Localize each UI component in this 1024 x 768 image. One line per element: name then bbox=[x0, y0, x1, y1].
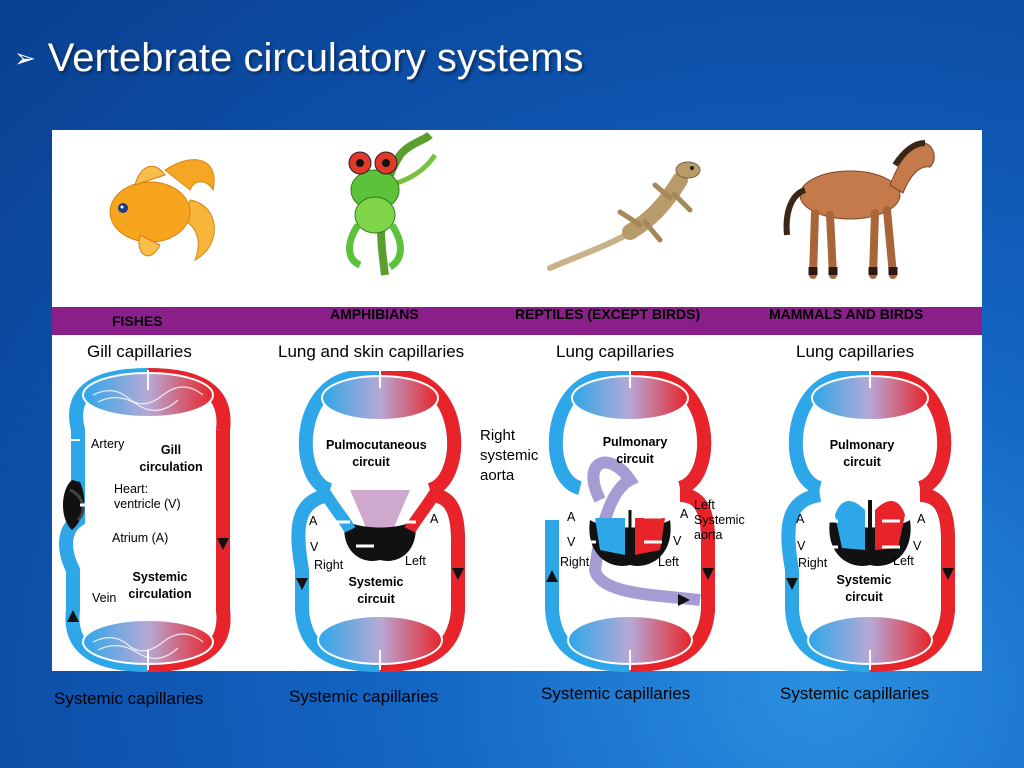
mammal-ventricle-right-label: V bbox=[797, 539, 806, 553]
fish-artery-label: Artery bbox=[91, 437, 125, 451]
reptile-circulation-diagram bbox=[545, 370, 715, 673]
mammal-atrium-right-label: A bbox=[796, 512, 805, 526]
mammal-lung-capillaries-label: Lung capillaries bbox=[796, 342, 915, 361]
fish-circulation-diagram bbox=[59, 367, 231, 673]
reptile-lung-capillaries-label: Lung capillaries bbox=[556, 342, 675, 361]
fish-heart-ventricle-label: Heart: ventricle (V) bbox=[114, 482, 181, 511]
goldfish-illustration bbox=[109, 159, 215, 262]
mammal-ventricle-left-label: V bbox=[913, 539, 922, 553]
mammal-pulmonary-circuit-label: Pulmonary circuit bbox=[829, 438, 895, 469]
header-amphibians: AMPHIBIANS bbox=[330, 306, 419, 322]
header-mammals-birds: MAMMALS AND BIRDS bbox=[769, 306, 924, 322]
lizard-illustration bbox=[547, 161, 701, 271]
mammal-systemic-capillaries-label: Systemic capillaries bbox=[780, 684, 930, 703]
amphibian-systemic-circuit-label: Systemic circuit bbox=[348, 575, 404, 606]
reptile-left-label: Left bbox=[658, 555, 679, 569]
slide-title-text: Vertebrate circulatory systems bbox=[47, 35, 584, 80]
amphibian-right-label: Right bbox=[314, 558, 344, 572]
reptile-atrium-right-label: A bbox=[567, 510, 576, 524]
reptile-pulmonary-circuit-label: Pulmonary circuit bbox=[602, 435, 668, 466]
slide-title: ➢ Vertebrate circulatory systems bbox=[14, 32, 584, 84]
tree-frog-illustration bbox=[346, 131, 438, 276]
fish-atrium-label: Atrium (A) bbox=[112, 531, 169, 545]
amphibian-ventricle-label: V bbox=[310, 540, 319, 554]
mammal-left-label: Left bbox=[893, 554, 914, 568]
horse-illustration bbox=[783, 140, 935, 279]
amphibian-left-label: Left bbox=[405, 554, 426, 568]
fish-systemic-circulation-label: Systemic circulation bbox=[128, 570, 192, 601]
mammal-circulation-diagram bbox=[781, 370, 955, 673]
header-fishes: FISHES bbox=[112, 313, 163, 329]
group-header-band bbox=[52, 307, 982, 335]
amphibian-lung-skin-capillaries-label: Lung and skin capillaries bbox=[278, 342, 465, 361]
amphibian-systemic-capillaries-label: Systemic capillaries bbox=[289, 687, 439, 706]
fish-gill-capillaries-label: Gill capillaries bbox=[87, 342, 192, 361]
fish-vein-label: Vein bbox=[92, 591, 117, 605]
arrow-bullet-icon: ➢ bbox=[14, 43, 36, 73]
mammal-right-label: Right bbox=[798, 556, 828, 570]
header-reptiles: REPTILES (EXCEPT BIRDS) bbox=[515, 306, 701, 322]
mammal-systemic-circuit-label: Systemic circuit bbox=[836, 573, 892, 604]
reptile-ventricle-left-label: V bbox=[673, 534, 682, 548]
mammal-atrium-left-label: A bbox=[917, 512, 926, 526]
reptile-ventricle-right-label: V bbox=[567, 535, 576, 549]
amphibian-circulation-diagram bbox=[291, 370, 465, 673]
amphibian-pulmocutaneous-circuit-label: Pulmocutaneous circuit bbox=[326, 438, 427, 469]
left-systemic-aorta-label: Left Systemic aorta bbox=[694, 498, 745, 542]
right-systemic-aorta-label: Right systemic aorta bbox=[480, 427, 539, 484]
reptile-right-label: Right bbox=[560, 555, 590, 569]
reptile-atrium-left-label: A bbox=[680, 507, 689, 521]
fish-systemic-capillaries-label: Systemic capillaries bbox=[54, 689, 204, 708]
amphibian-atrium-right-label: A bbox=[309, 514, 318, 528]
reptile-systemic-capillaries-label: Systemic capillaries bbox=[541, 684, 691, 703]
fish-gill-circulation-label: Gill circulation bbox=[139, 443, 203, 474]
amphibian-atrium-left-label: A bbox=[430, 512, 439, 526]
